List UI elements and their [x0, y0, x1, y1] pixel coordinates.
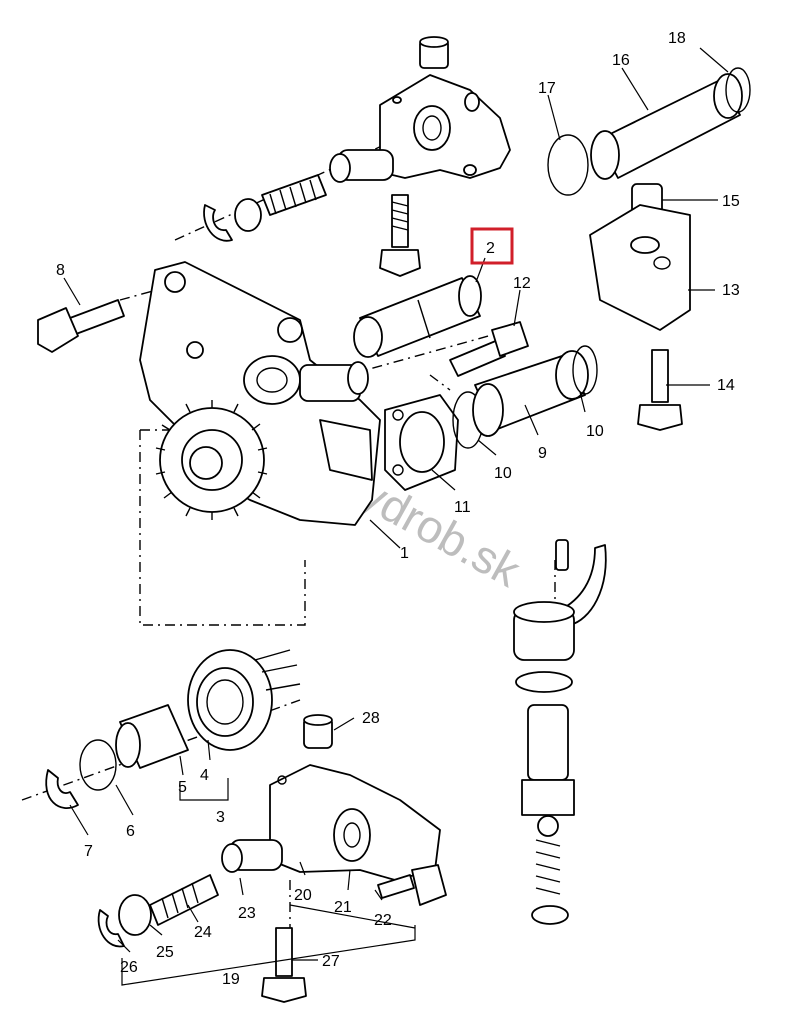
- label-9: 9: [538, 445, 547, 462]
- highlight-box: [470, 227, 514, 265]
- drive-gear-body: [155, 400, 268, 520]
- oil-pump-body: [139, 261, 381, 526]
- label-6: 6: [126, 823, 135, 840]
- part-labels: 1 2 3 4 5 6 7 8 9 10 10 11 12 13 14 15 1…: [56, 30, 740, 988]
- label-28: 28: [362, 710, 380, 727]
- banjo-fitting-assembly: [513, 539, 607, 925]
- label-5: 5: [178, 779, 187, 796]
- flange-gasket-11: [384, 394, 459, 491]
- label-26: 26: [120, 959, 138, 976]
- label-18: 18: [668, 30, 686, 47]
- gear-4: [187, 649, 301, 751]
- label-15: 15: [722, 193, 740, 210]
- leader-lines: [63, 47, 729, 986]
- label-20: 20: [294, 887, 312, 904]
- label-1: 1: [400, 545, 409, 562]
- circlip-7: [45, 769, 79, 809]
- label-12: 12: [513, 275, 531, 292]
- label-22: 22: [374, 912, 392, 929]
- relief-spring-top: [203, 174, 327, 242]
- label-2: 2: [486, 240, 495, 257]
- bush-28: [303, 714, 333, 749]
- label-17: 17: [538, 80, 556, 97]
- relief-spring-lower: [97, 874, 219, 948]
- label-14: 14: [717, 377, 735, 394]
- relief-valve-housing-lower: [221, 764, 441, 881]
- bolt-8: [37, 299, 125, 353]
- label-10b: 10: [494, 465, 512, 482]
- cylinder-9-with-o-rings: [452, 345, 598, 449]
- label-10a: 10: [586, 423, 604, 440]
- label-13: 13: [722, 282, 740, 299]
- ring-6: [79, 739, 117, 791]
- label-19: 19: [222, 971, 240, 988]
- label-11: 11: [454, 499, 471, 516]
- label-23: 23: [238, 905, 256, 922]
- label-27: 27: [322, 953, 340, 970]
- label-4: 4: [200, 767, 209, 784]
- label-16: 16: [612, 52, 630, 69]
- bracket-13: [589, 183, 691, 331]
- label-8: 8: [56, 262, 65, 279]
- bushing-sleeve-2: [353, 275, 482, 358]
- label-21: 21: [334, 899, 352, 916]
- flange-bolt-top: [379, 194, 421, 277]
- relief-valve-housing-top: [329, 36, 511, 183]
- bolt-12: [449, 321, 529, 377]
- label-7: 7: [84, 843, 93, 860]
- label-24: 24: [194, 924, 212, 941]
- bushing-5: [115, 704, 189, 769]
- label-25: 25: [156, 944, 174, 961]
- bolt-22: [377, 864, 447, 906]
- bolt-14: [637, 349, 683, 431]
- bolt-27: [261, 927, 307, 1003]
- pipe-16-with-rings: [547, 67, 751, 196]
- label-3: 3: [216, 809, 225, 826]
